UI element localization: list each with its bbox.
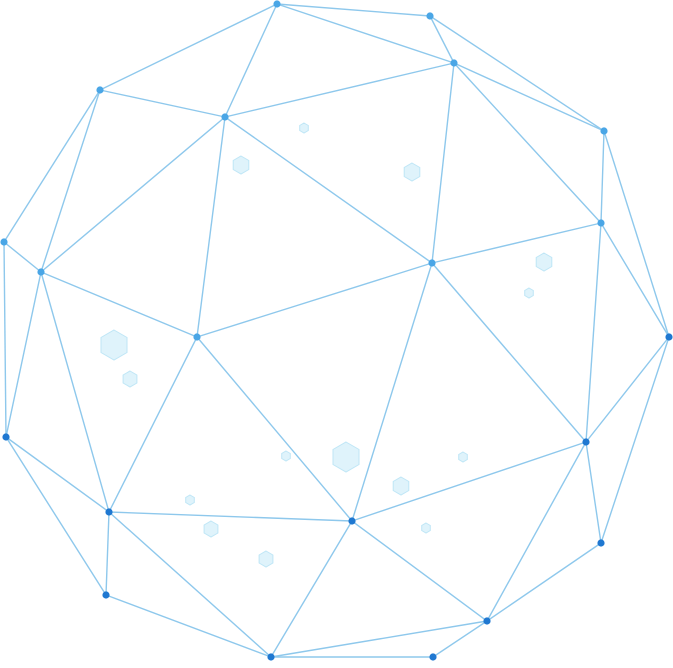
network-node	[665, 333, 673, 341]
network-node	[0, 238, 8, 246]
network-edge	[351, 262, 433, 522]
network-edge	[585, 336, 670, 443]
network-edge	[431, 222, 602, 264]
network-edge	[99, 3, 278, 91]
hexagon-particle	[258, 550, 274, 568]
hexagon-particle	[100, 329, 128, 361]
network-edge	[453, 62, 605, 132]
network-edge	[429, 15, 455, 64]
network-edge	[351, 441, 587, 522]
network-node	[37, 268, 45, 276]
network-edge	[196, 116, 226, 338]
network-edge	[5, 271, 42, 438]
network-edge	[270, 520, 353, 658]
network-edge	[276, 3, 431, 17]
hexagon-particle	[421, 522, 431, 534]
hexagon-particle	[403, 162, 421, 182]
network-edge	[40, 271, 198, 338]
hexagon-particle	[122, 370, 138, 388]
network-edge	[108, 511, 272, 658]
hexagon-particle	[203, 520, 219, 538]
network-edge	[40, 89, 101, 273]
network-edge	[196, 336, 353, 522]
network-edge	[351, 520, 488, 622]
edge-layer	[3, 3, 670, 658]
network-node	[221, 113, 229, 121]
network-node	[582, 438, 590, 446]
hexagon-particle	[524, 287, 534, 299]
network-edge	[585, 441, 602, 544]
network-edge	[99, 89, 226, 118]
network-node	[96, 86, 104, 94]
network-edge	[600, 336, 670, 544]
hexagon-particle	[535, 252, 553, 272]
network-edge	[224, 3, 278, 118]
network-node	[267, 653, 275, 661]
network-edge	[486, 441, 587, 622]
network-edge	[196, 262, 433, 338]
network-node	[483, 617, 491, 625]
network-edge	[105, 511, 110, 596]
network-node	[597, 219, 605, 227]
network-edge	[3, 241, 7, 438]
network-node	[193, 333, 201, 341]
network-edge	[600, 130, 605, 224]
hexagon-layer	[100, 122, 553, 568]
network-node	[105, 508, 113, 516]
network-edge	[5, 436, 110, 513]
network-edge	[603, 130, 670, 338]
hexagon-particle	[232, 155, 250, 175]
network-edge	[429, 15, 605, 132]
network-node	[273, 0, 281, 8]
network-node	[429, 653, 437, 661]
network-edge	[486, 542, 602, 622]
hexagon-particle	[332, 441, 360, 473]
network-edge	[432, 620, 488, 658]
hexagon-particle	[299, 122, 309, 134]
network-edge	[224, 116, 433, 264]
network-node	[426, 12, 434, 20]
network-edge	[600, 222, 670, 338]
network-edge	[108, 511, 353, 522]
network-edge	[431, 262, 587, 443]
network-node	[600, 127, 608, 135]
network-node	[450, 59, 458, 67]
hexagon-particle	[281, 450, 291, 462]
hexagon-particle	[458, 451, 468, 463]
network-node	[2, 433, 10, 441]
network-node	[102, 591, 110, 599]
network-edge	[108, 336, 198, 513]
network-edge	[270, 620, 488, 658]
network-edge	[3, 89, 101, 243]
network-node	[597, 539, 605, 547]
network-edge	[585, 222, 602, 443]
network-edge	[431, 62, 455, 264]
network-edge	[105, 594, 272, 658]
network-edge	[453, 62, 602, 224]
hexagon-particle	[185, 494, 195, 506]
network-node	[348, 517, 356, 525]
network-edge	[5, 436, 107, 596]
network-edge	[40, 271, 110, 513]
network-edge	[224, 62, 455, 118]
hexagon-particle	[392, 476, 410, 496]
network-edge	[3, 241, 42, 273]
network-edge	[40, 116, 226, 273]
network-node	[428, 259, 436, 267]
network-edge	[276, 3, 455, 64]
